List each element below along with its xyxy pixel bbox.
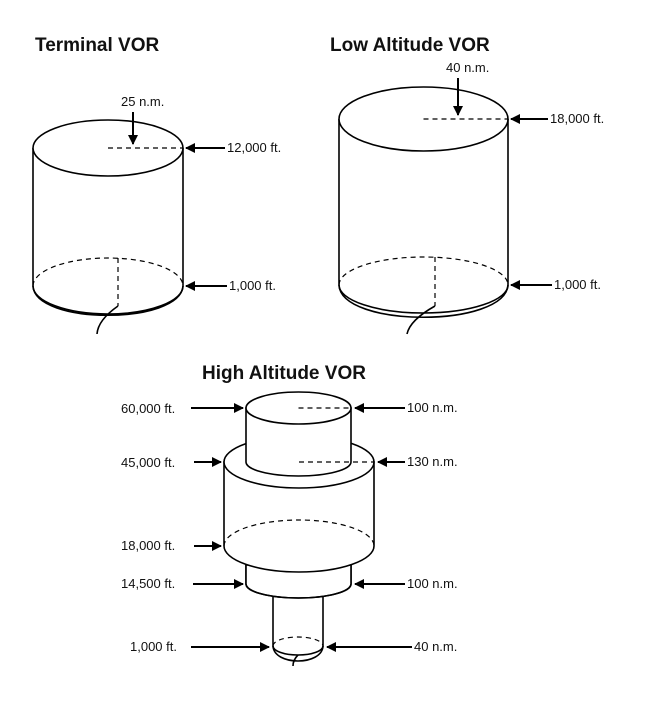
high-radius-main-label: 130 n.m. [407, 454, 458, 469]
terminal-top-altitude-callout: 12,000 ft. [185, 140, 281, 155]
high-altitude-vor-title: High Altitude VOR [202, 363, 366, 384]
terminal-radius-callout: 25 n.m. [121, 94, 164, 145]
high-radius-lower-callout: 100 n.m. [354, 576, 458, 591]
high-alt-60000-label: 60,000 ft. [121, 401, 175, 416]
high-radius-bottom-callout: 40 n.m. [326, 639, 457, 654]
high-lower-band-cylinder [245, 564, 352, 599]
low-radius-callout: 40 n.m. [446, 60, 489, 116]
terminal-vor-title: Terminal VOR [35, 35, 160, 56]
low-radius-label: 40 n.m. [446, 60, 489, 75]
high-radius-top-label: 100 n.m. [407, 400, 458, 415]
high-radius-main-callout: 130 n.m. [377, 454, 458, 469]
low-bottom-altitude-label: 1,000 ft. [554, 277, 601, 292]
high-alt-45000-callout: 45,000 ft. [121, 455, 222, 470]
high-radius-bottom-label: 40 n.m. [414, 639, 457, 654]
low-altitude-vor-group: Low Altitude VOR 40 n.m. 18,000 ft. 1,00… [330, 35, 604, 335]
high-alt-18000-label: 18,000 ft. [121, 538, 175, 553]
terminal-top-altitude-label: 12,000 ft. [227, 140, 281, 155]
high-alt-60000-callout: 60,000 ft. [121, 401, 244, 416]
high-bottom-cylinder [272, 597, 324, 667]
low-altitude-vor-title: Low Altitude VOR [330, 35, 490, 56]
low-top-altitude-label: 18,000 ft. [550, 111, 604, 126]
high-radius-top-callout: 100 n.m. [354, 400, 458, 415]
high-alt-14500-label: 14,500 ft. [121, 576, 175, 591]
high-top-cylinder [245, 391, 374, 477]
high-alt-1000-callout: 1,000 ft. [130, 639, 270, 654]
high-altitude-vor-group: High Altitude VOR [121, 363, 458, 667]
high-alt-1000-label: 1,000 ft. [130, 639, 177, 654]
high-radius-lower-label: 100 n.m. [407, 576, 458, 591]
low-bottom-altitude-callout: 1,000 ft. [510, 277, 601, 292]
terminal-bottom-altitude-label: 1,000 ft. [229, 278, 276, 293]
terminal-vor-group: Terminal VOR 25 n.m. 12,000 ft. 1,000 ft… [32, 35, 281, 335]
low-top-altitude-callout: 18,000 ft. [510, 111, 604, 126]
high-alt-18000-callout: 18,000 ft. [121, 538, 222, 553]
low-altitude-vor-cylinder [338, 86, 509, 335]
terminal-vor-cylinder [32, 119, 184, 335]
high-alt-45000-label: 45,000 ft. [121, 455, 175, 470]
terminal-bottom-altitude-callout: 1,000 ft. [185, 278, 276, 293]
terminal-radius-label: 25 n.m. [121, 94, 164, 109]
high-alt-14500-callout: 14,500 ft. [121, 576, 244, 591]
